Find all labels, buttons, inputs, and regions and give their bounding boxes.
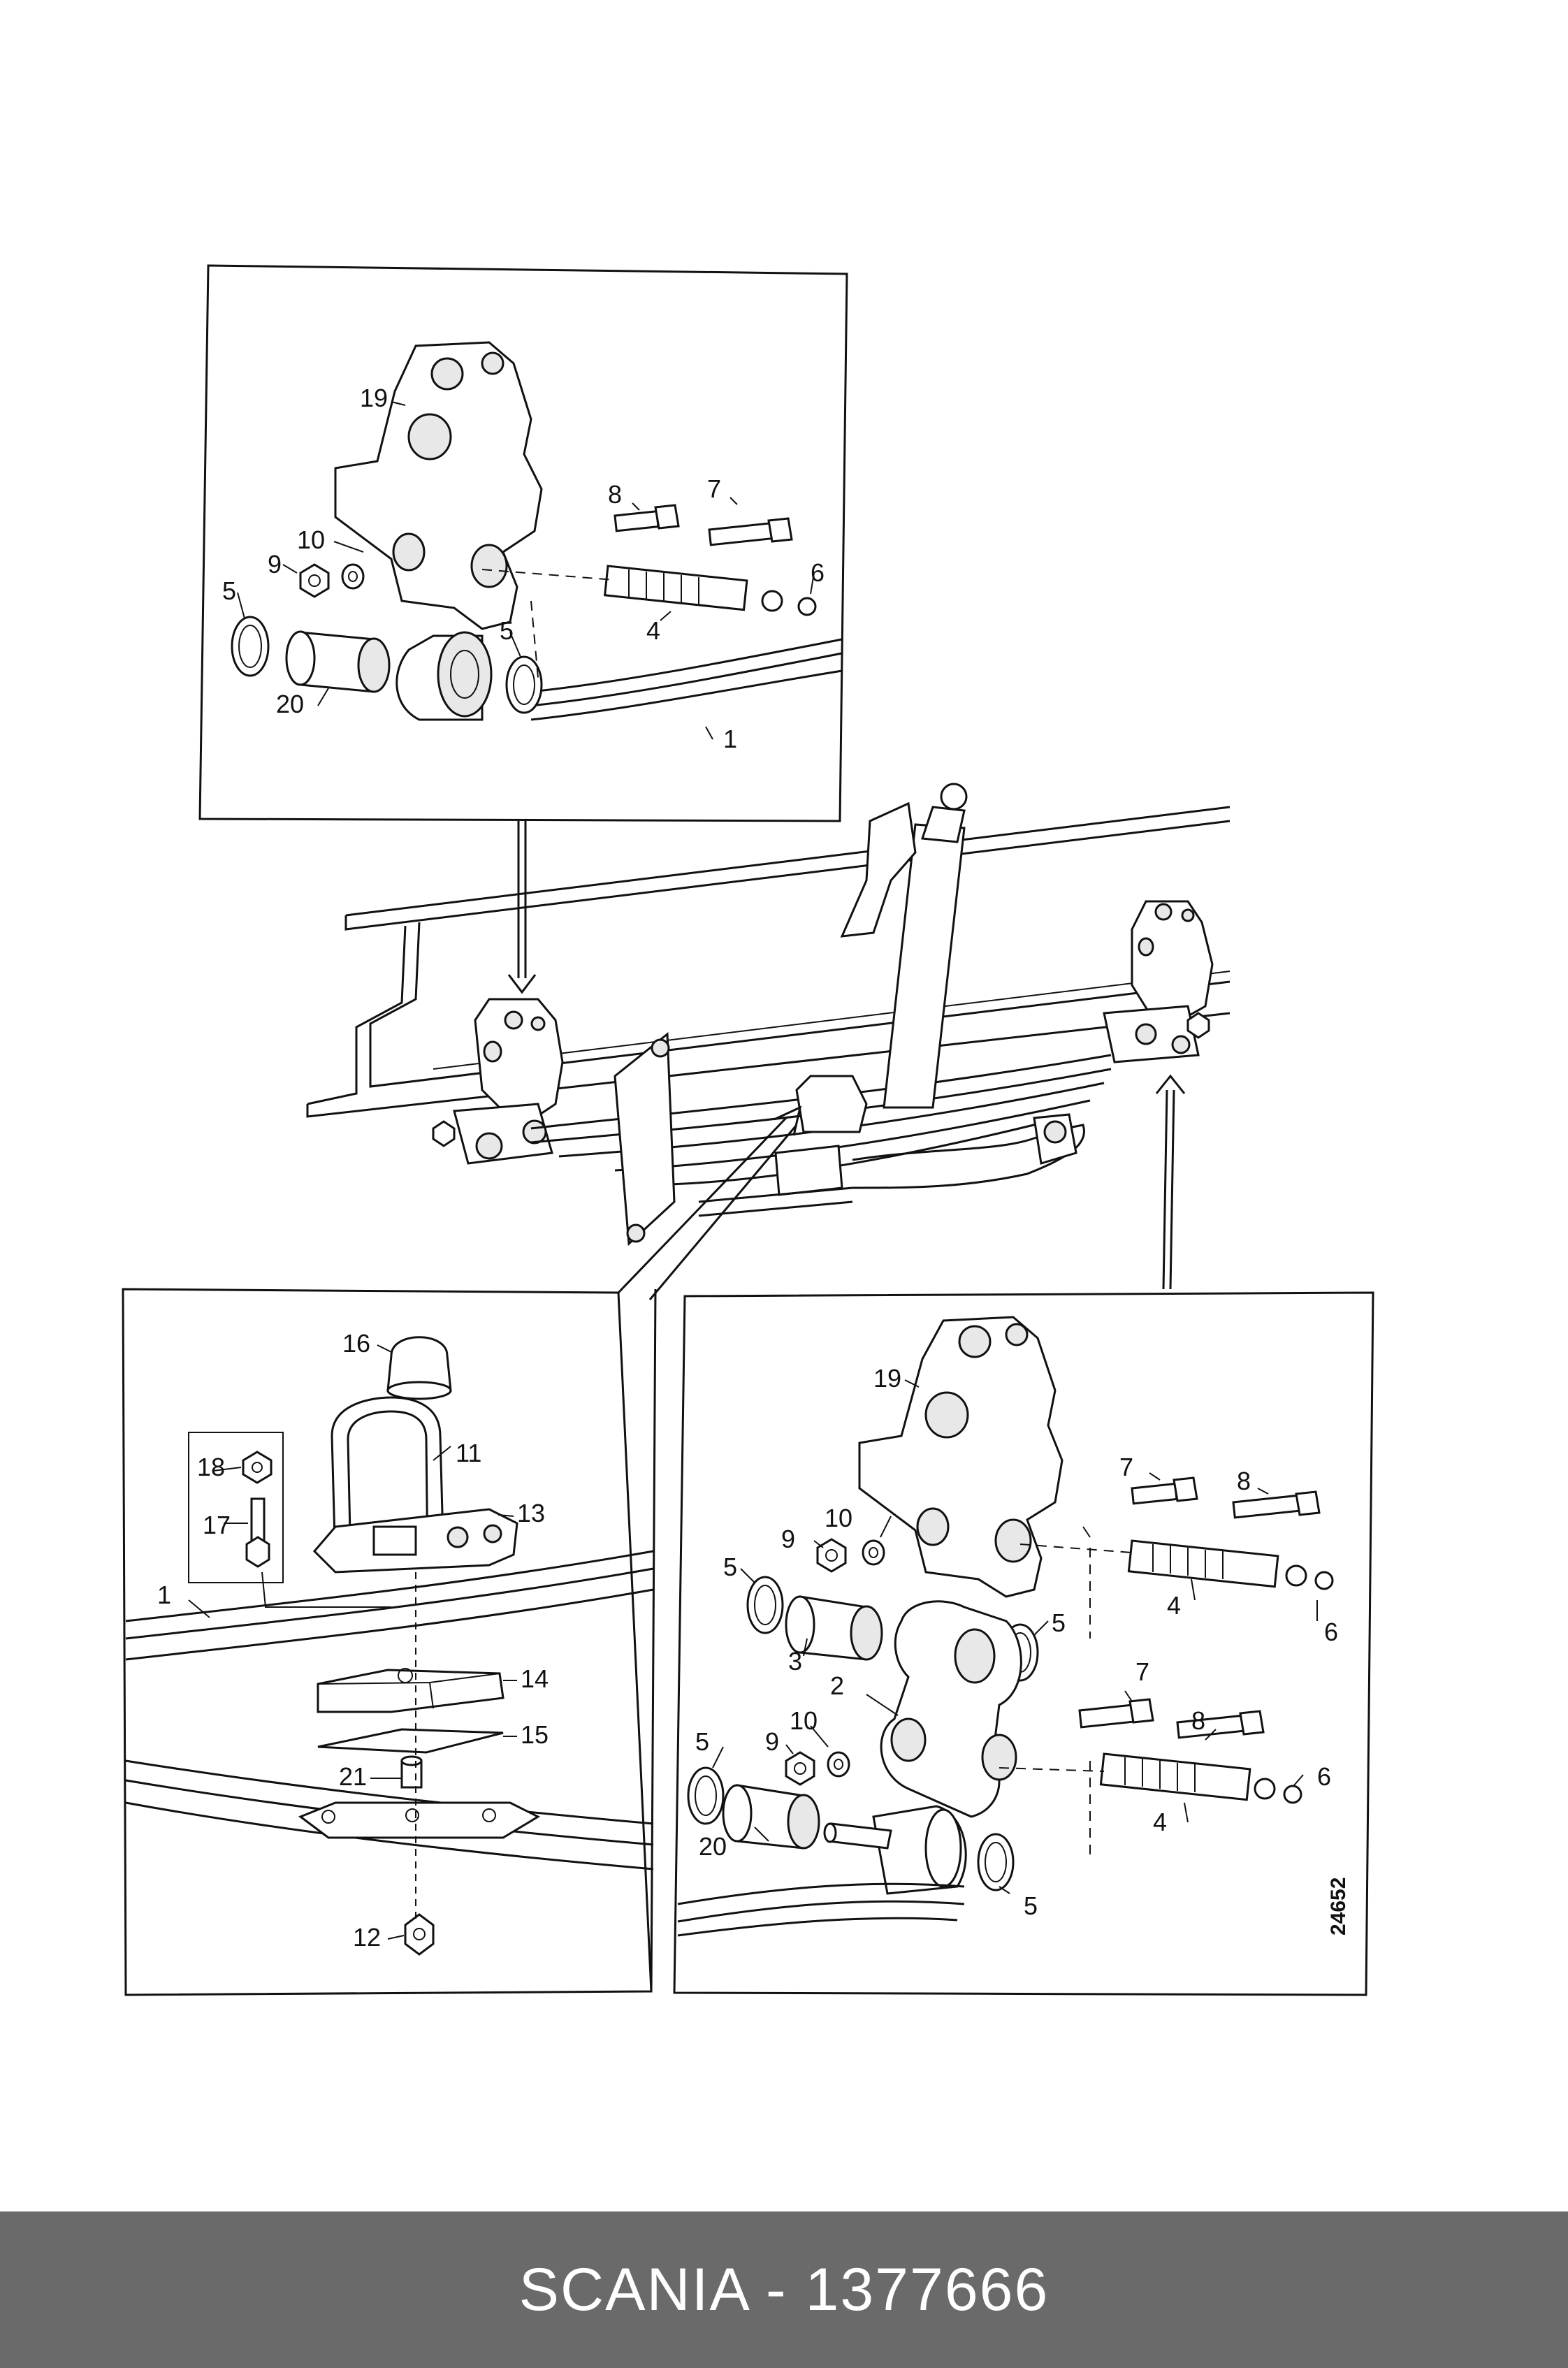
- u-bolt: [331, 1396, 445, 1566]
- callout-5-top-right: 5: [500, 616, 514, 645]
- nut-18: [242, 1451, 273, 1484]
- callout-15: 15: [521, 1720, 549, 1749]
- spring-bracket-right: [858, 1316, 1064, 1598]
- locating-pin: [400, 1755, 423, 1789]
- bolt-8-right-lower: [1176, 1710, 1265, 1739]
- callout-10-right-upper: 10: [825, 1504, 852, 1532]
- callout-21: 21: [339, 1762, 367, 1791]
- callout-6-top: 6: [811, 558, 825, 587]
- frame-rail: [306, 806, 1231, 1118]
- seal-ring-right-top: [505, 655, 543, 714]
- overview-rear-bracket: [1033, 900, 1214, 1165]
- bolt-7-right-upper: [1131, 1476, 1198, 1505]
- callout-5-right-upper-right: 5: [1052, 1608, 1066, 1637]
- fastener-group-box: [188, 1432, 284, 1583]
- footer-banner: SCANIA - 1377666: [0, 2211, 1568, 2368]
- nut-9-right-lower: [785, 1751, 815, 1786]
- callout-7-right-upper: 7: [1119, 1453, 1133, 1481]
- bolt-7-right-lower: [1078, 1698, 1154, 1729]
- callout-4-right-lower: 4: [1153, 1808, 1167, 1836]
- callout-13: 13: [517, 1499, 545, 1527]
- callout-17: 17: [203, 1511, 231, 1539]
- callout-7-top: 7: [707, 474, 721, 503]
- lower-seat-plate: [298, 1801, 541, 1839]
- top-detail-panel: 19 8 7 10 9 6 5 4 5 20 1: [198, 264, 848, 822]
- callout-3: 3: [788, 1647, 802, 1676]
- callout-20-right: 20: [699, 1832, 727, 1861]
- callout-5-right-lower-left: 5: [695, 1727, 709, 1756]
- callout-4-top: 4: [646, 616, 660, 645]
- spacer-pad: [317, 1668, 504, 1713]
- bump-stop: [386, 1336, 452, 1400]
- callout-9-right-lower: 9: [765, 1727, 779, 1756]
- callout-10-top: 10: [297, 525, 325, 554]
- exploded-parts-diagram: 19 8 7 10 9 6 5 4 5 20 1: [122, 264, 1374, 1996]
- clamp-plate: [312, 1508, 518, 1574]
- callout-20-top: 20: [276, 690, 304, 718]
- footer-title: SCANIA - 1377666: [518, 2256, 1050, 2323]
- nut-washer-top: [299, 563, 365, 598]
- spring-eye-top: [395, 631, 493, 721]
- callout-8-right-upper: 8: [1237, 1467, 1251, 1495]
- seal-ring-right-lower-right: [977, 1833, 1015, 1891]
- callout-4-right-upper: 4: [1167, 1591, 1181, 1620]
- callout-9-right-upper: 9: [781, 1525, 795, 1553]
- callout-6-right-lower: 6: [1317, 1762, 1331, 1791]
- callout-8-right-lower: 8: [1191, 1706, 1205, 1735]
- bolt-8-top: [614, 504, 680, 532]
- left-detail-panel: 16 18 11 17 13 1 14 15 21 12: [122, 1288, 654, 1996]
- overview-assembly: [306, 783, 1231, 1992]
- spring-pin-right-lower: [1099, 1752, 1302, 1804]
- bolt-17: [245, 1497, 270, 1568]
- bolt-7-top: [708, 517, 793, 546]
- callout-8-top: 8: [608, 480, 622, 509]
- callout-7-right-lower: 7: [1135, 1657, 1149, 1686]
- callout-10-right-lower: 10: [790, 1706, 818, 1735]
- callout-19-right: 19: [873, 1364, 901, 1393]
- spring-bracket-top: [334, 341, 543, 630]
- callout-1-left: 1: [157, 1581, 171, 1609]
- callout-2: 2: [830, 1671, 844, 1700]
- seal-ring-right-upper-left: [746, 1576, 784, 1634]
- overview-front-bracket: [432, 998, 564, 1165]
- callout-5-right-lower-right: 5: [1024, 1891, 1038, 1920]
- callout-9-top: 9: [268, 550, 282, 579]
- leaf-spring-top: [530, 638, 843, 721]
- nut-12: [404, 1913, 435, 1956]
- shackle-2: [880, 1600, 1022, 1818]
- shim-plate: [317, 1728, 504, 1754]
- bushing-20-right: [722, 1784, 820, 1850]
- seal-ring-left-top: [231, 616, 270, 677]
- callout-19-top: 19: [360, 384, 388, 412]
- overview-axle: [698, 1075, 1085, 1217]
- callout-14: 14: [521, 1664, 549, 1693]
- callout-5-top-left: 5: [222, 576, 236, 605]
- washer-10-right-upper: [862, 1539, 885, 1566]
- callout-1-top: 1: [723, 725, 737, 753]
- callout-6-right-upper: 6: [1324, 1618, 1338, 1646]
- bushing-top: [285, 630, 391, 693]
- drawing-reference-number: 24652: [1327, 1877, 1350, 1935]
- callout-11: 11: [456, 1439, 481, 1467]
- overview-shackle-left: [614, 1031, 676, 1247]
- nut-9-right-upper: [816, 1538, 847, 1573]
- callout-18: 18: [197, 1453, 225, 1481]
- spring-pin-top: [603, 565, 817, 616]
- callout-16: 16: [342, 1329, 370, 1358]
- bolt-8-right-upper: [1232, 1490, 1321, 1519]
- overview-arrows: [507, 821, 1186, 1992]
- callout-12: 12: [353, 1923, 381, 1952]
- callout-5-right-upper-left: 5: [723, 1553, 737, 1581]
- seal-ring-right-lower-left: [687, 1766, 725, 1825]
- washer-10-right-lower: [827, 1751, 850, 1778]
- spring-pin-right-upper: [1127, 1539, 1334, 1590]
- spring-eye-right: [823, 1805, 967, 1895]
- right-detail-panel: 19 7 8 10 9 5 4 6 5 3 7 2 10 8 5 9 6 4 2…: [673, 1291, 1374, 1996]
- overview-shock-absorber: [840, 783, 968, 1109]
